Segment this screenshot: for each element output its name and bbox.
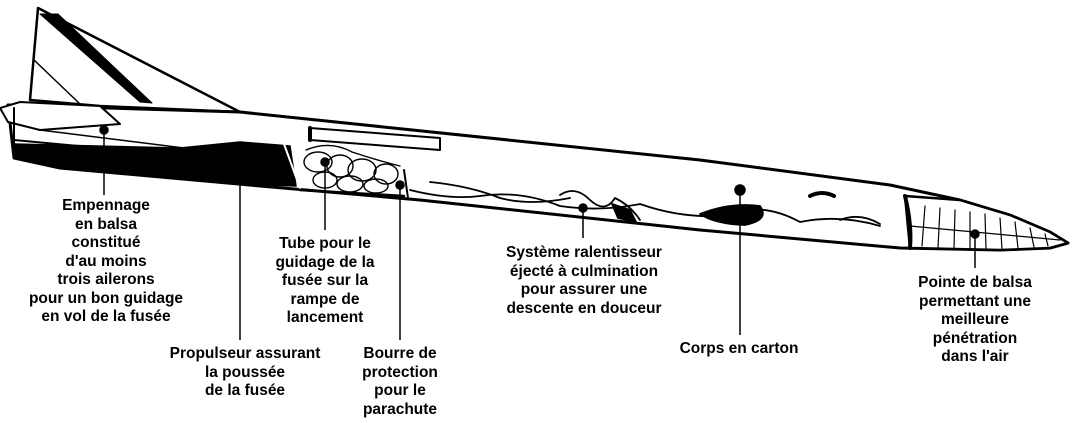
label-pointe: Pointe de balsa permettant une meilleure… (918, 274, 1032, 365)
label-tube: Tube pour le guidage de la fusée sur la … (275, 235, 375, 326)
leader-lines (99, 125, 980, 340)
label-bourre: Bourre de protection pour le parachute (362, 345, 438, 418)
nose-cone (903, 194, 1070, 252)
nose-hatching (909, 205, 1061, 250)
tail-section (0, 101, 121, 131)
label-propulseur: Propulseur assurant la poussée de la fus… (169, 345, 321, 399)
fin-aileron-stripe (39, 13, 153, 104)
label-corps: Corps en carton (679, 340, 799, 357)
label-empennage: Empennage en balsa constitué d'au moins … (28, 197, 184, 325)
rocket-body (0, 6, 1070, 252)
parachute-system (409, 181, 881, 227)
motor (13, 141, 297, 187)
label-systeme: Système ralentisseur éjecté à culminatio… (506, 244, 662, 317)
wadding (298, 144, 409, 199)
